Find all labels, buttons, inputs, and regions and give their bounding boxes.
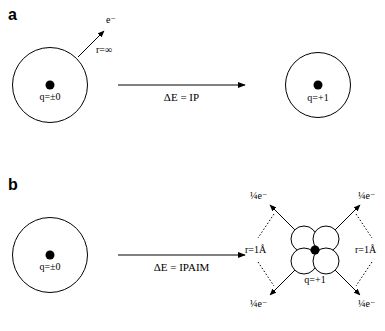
nucleus-dot — [46, 81, 55, 90]
ion-orbital: q=+1 — [275, 210, 355, 290]
radius-marker — [356, 262, 372, 286]
radius-marker — [258, 214, 274, 238]
distance-label: r=1Å — [355, 244, 376, 256]
reaction-arrow — [118, 255, 245, 256]
atom-circle: q=+1 — [285, 52, 351, 118]
electron-path — [270, 205, 298, 233]
radius-marker — [356, 214, 372, 238]
energy-label: ΔE = IP — [162, 91, 201, 104]
reaction-arrow — [118, 85, 245, 86]
nucleus-dot — [314, 81, 323, 90]
electron-path — [332, 267, 360, 295]
particle-label: ¼e⁻ — [358, 190, 375, 202]
nucleus-dot — [311, 246, 320, 255]
charge-label: q=+1 — [285, 92, 351, 104]
distance-label: r=∞ — [96, 44, 112, 56]
atom-outline — [286, 53, 351, 118]
energy-label: ΔE = IPAIM — [152, 261, 212, 274]
panel-letter: a — [8, 6, 17, 24]
electron-path — [332, 205, 360, 233]
charge-label: q=±0 — [12, 91, 88, 103]
atom-circle: q=±0 — [12, 47, 88, 123]
atom-outline — [13, 48, 88, 123]
atom-outline — [13, 218, 88, 293]
electron-path — [270, 267, 298, 295]
particle-label: ¼e⁻ — [358, 298, 375, 310]
node-outline — [285, 52, 351, 118]
panel-letter: b — [8, 176, 18, 194]
particle-label: ¼e⁻ — [250, 190, 267, 202]
charge-label: q=±0 — [12, 261, 88, 273]
node-outline — [12, 217, 88, 293]
radius-marker — [258, 262, 274, 286]
charge-label: q=+1 — [275, 274, 355, 286]
distance-label: r=1Å — [245, 244, 266, 256]
particle-label: ¼e⁻ — [250, 298, 267, 310]
particle-label: e⁻ — [106, 14, 116, 26]
nucleus-dot — [46, 251, 55, 260]
atom-circle: q=±0 — [12, 217, 88, 293]
node-outline — [12, 47, 88, 123]
